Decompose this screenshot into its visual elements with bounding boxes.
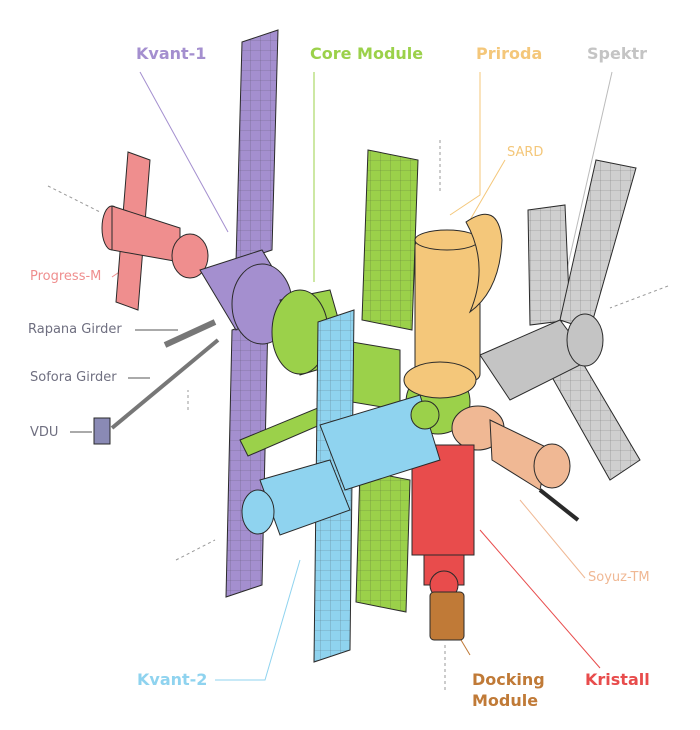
label-core-module: Core Module [310,44,424,63]
kvant2-module [241,309,441,663]
central-node [410,400,440,430]
label-kvant1: Kvant-1 [136,44,207,63]
label-rapana-girder: Rapana Girder [28,322,122,337]
leader-kvant1 [139,71,229,233]
label-kristall: Kristall [585,670,650,689]
label-priroda: Priroda [476,44,543,63]
label-docking-module-line2: Module [472,691,539,710]
label-vdu: VDU [30,425,59,440]
spektr-module [479,159,641,481]
leader-kvant2 [215,559,301,681]
girders [93,319,220,445]
label-kvant2: Kvant-2 [137,670,208,689]
label-docking-module-line1: Docking [472,670,545,689]
kristall-module [411,444,475,600]
label-sard: SARD [507,145,544,160]
leader-spektr [559,71,613,301]
soyuz-tm-spacecraft [451,405,580,522]
core-module-solar-array [239,149,419,613]
label-progress-m: Progress-M [30,269,102,284]
leader-sard [469,159,506,221]
leader-kristall [479,529,601,669]
leader-lines [70,71,613,681]
docking-module [429,591,465,641]
label-spektr: Spektr [587,44,648,63]
leader-soyuz-tm [519,499,586,579]
label-sofora-girder: Sofora Girder [30,370,117,385]
sard-antenna [465,213,503,314]
leader-priroda [449,72,481,216]
progress-m-spacecraft [101,151,209,311]
direction-arrows [47,140,669,690]
label-soyuz-tm: Soyuz-TM [588,570,650,585]
priroda-module [403,213,503,399]
